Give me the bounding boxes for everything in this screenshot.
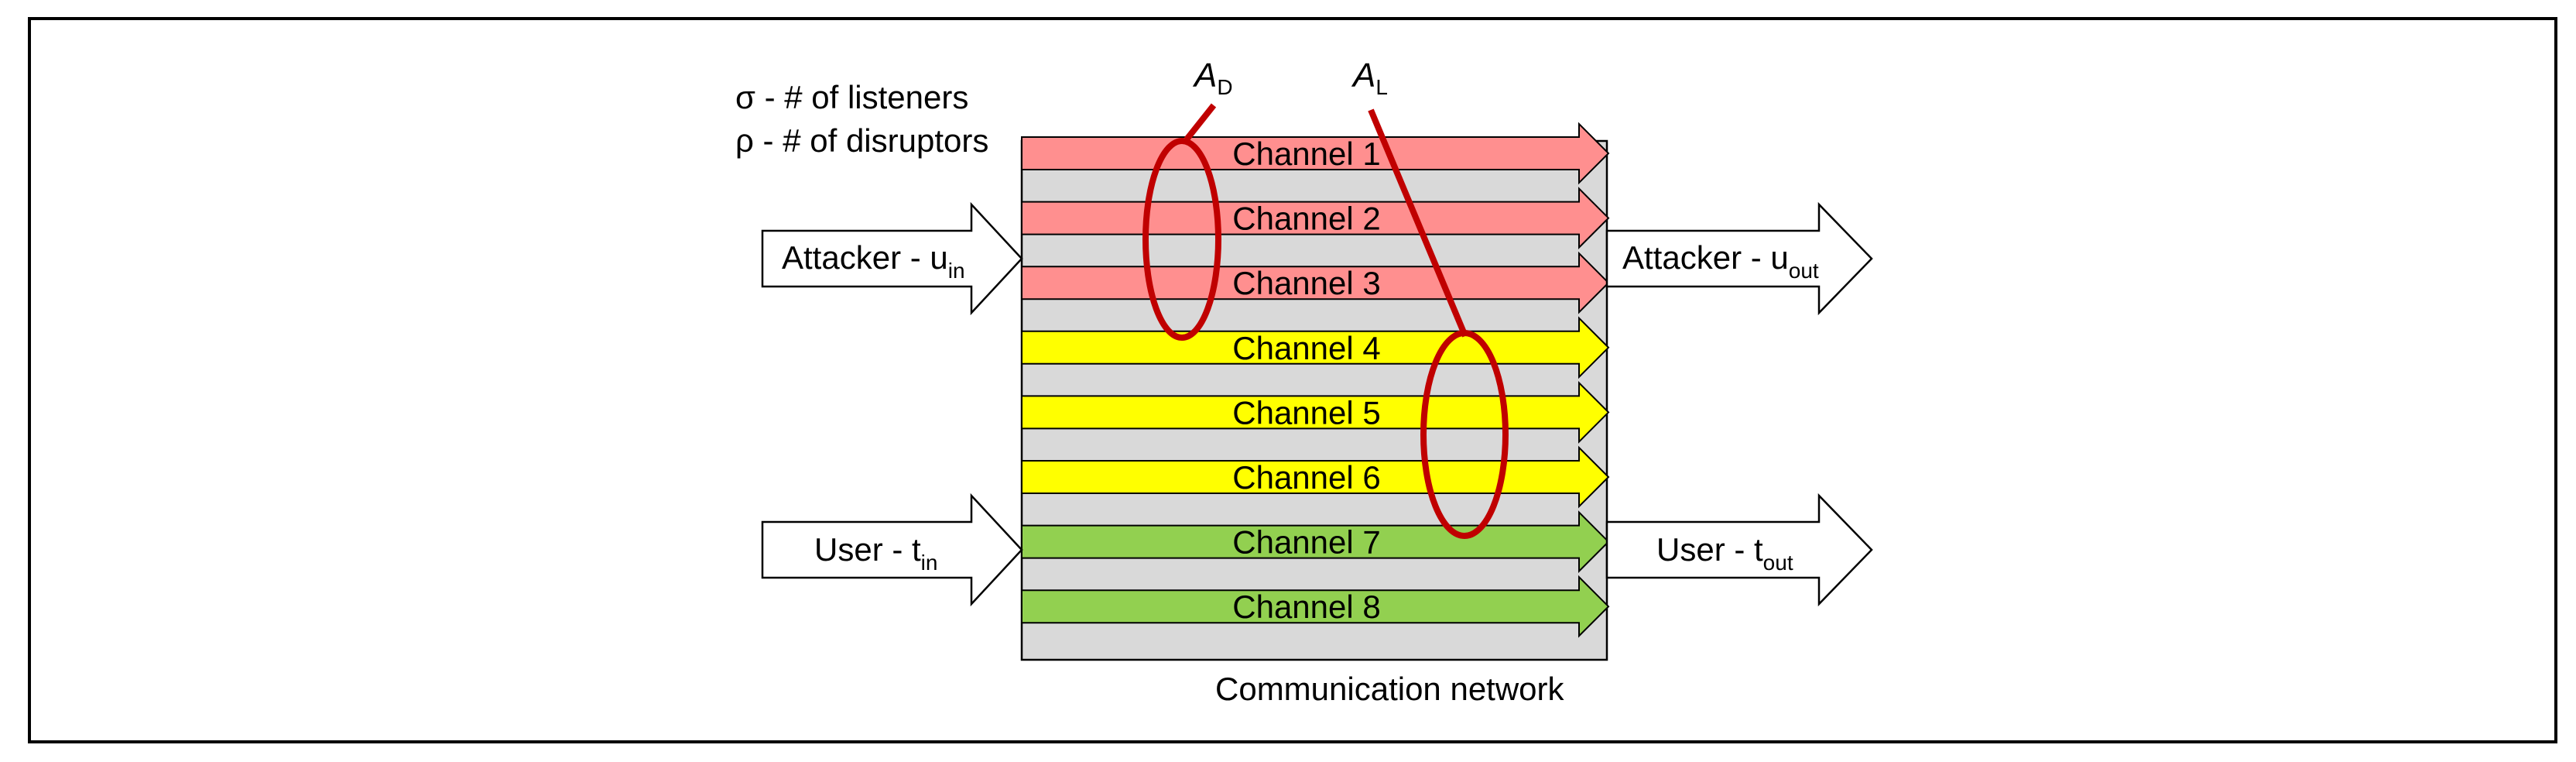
user-output-label: User - t	[1656, 531, 1763, 568]
channel-1-label: Channel 1	[1232, 136, 1380, 172]
attacker-input-label: Attacker - u	[782, 239, 948, 276]
channel-3-arrow: Channel 3	[1021, 251, 1610, 314]
channel-8-shape	[1021, 575, 1610, 638]
attacker-input-subscript: in	[948, 259, 965, 283]
svg-text:Attacker - uout: Attacker - uout	[1622, 239, 1819, 283]
network-caption: Communication network	[1215, 671, 1565, 707]
channel-3-label: Channel 3	[1232, 265, 1380, 301]
user-input-subscript: in	[921, 551, 938, 575]
svg-text:User - tout: User - tout	[1656, 531, 1793, 575]
channel-5-arrow: Channel 5	[1021, 380, 1610, 444]
user-input-label: User - t	[814, 531, 921, 568]
channel-7-label: Channel 7	[1232, 524, 1380, 561]
user-input-arrow: User - tin	[761, 493, 1023, 607]
channel-6-shape	[1021, 445, 1610, 509]
channel-8-label: Channel 8	[1232, 589, 1380, 625]
channel-2-shape	[1021, 187, 1610, 250]
legend-rho: ρ - # of disruptors	[735, 122, 988, 159]
listener-group-annotation: AL	[1351, 57, 1509, 539]
channel-8-arrow: Channel 8	[1021, 575, 1610, 638]
channel-7-arrow: Channel 7	[1021, 510, 1610, 574]
channel-4-label: Channel 4	[1232, 330, 1380, 366]
channel-6-arrow: Channel 6	[1021, 445, 1610, 509]
user-output-arrow: User - tout	[1605, 493, 1873, 607]
channel-7-shape	[1021, 510, 1610, 574]
disruptor-ellipse	[1142, 138, 1221, 341]
channel-5-label: Channel 5	[1232, 394, 1380, 431]
svg-text:AD: AD	[1192, 57, 1233, 99]
listener-group-symbol: A	[1351, 57, 1375, 94]
channel-3-shape	[1021, 251, 1610, 314]
channel-5-shape	[1021, 380, 1610, 444]
disruptor-group-annotation: AD	[1142, 57, 1233, 341]
channel-1-shape	[1021, 122, 1610, 185]
attacker-output-arrow: Attacker - uout	[1605, 201, 1873, 316]
channel-6-label: Channel 6	[1232, 459, 1380, 496]
listener-ellipse	[1420, 330, 1509, 539]
svg-text:Attacker - uin: Attacker - uin	[782, 239, 965, 283]
listener-pointer-line	[1368, 108, 1468, 338]
channel-2-label: Channel 2	[1232, 201, 1380, 237]
svg-text:AL: AL	[1351, 57, 1388, 99]
disruptor-group-subscript: D	[1217, 75, 1232, 99]
disruptor-pointer-line	[1184, 103, 1217, 142]
svg-text:User - tin: User - tin	[814, 531, 937, 575]
channel-1-arrow: Channel 1	[1021, 122, 1610, 185]
attacker-output-label: Attacker - u	[1622, 239, 1789, 276]
attacker-output-subscript: out	[1789, 259, 1819, 283]
user-output-subscript: out	[1763, 551, 1793, 575]
attacker-input-arrow: Attacker - uin	[761, 201, 1023, 316]
listener-group-subscript: L	[1375, 75, 1388, 99]
channel-2-arrow: Channel 2	[1021, 187, 1610, 250]
legend-sigma: σ - # of listeners	[735, 79, 968, 115]
disruptor-group-symbol: A	[1192, 57, 1217, 94]
